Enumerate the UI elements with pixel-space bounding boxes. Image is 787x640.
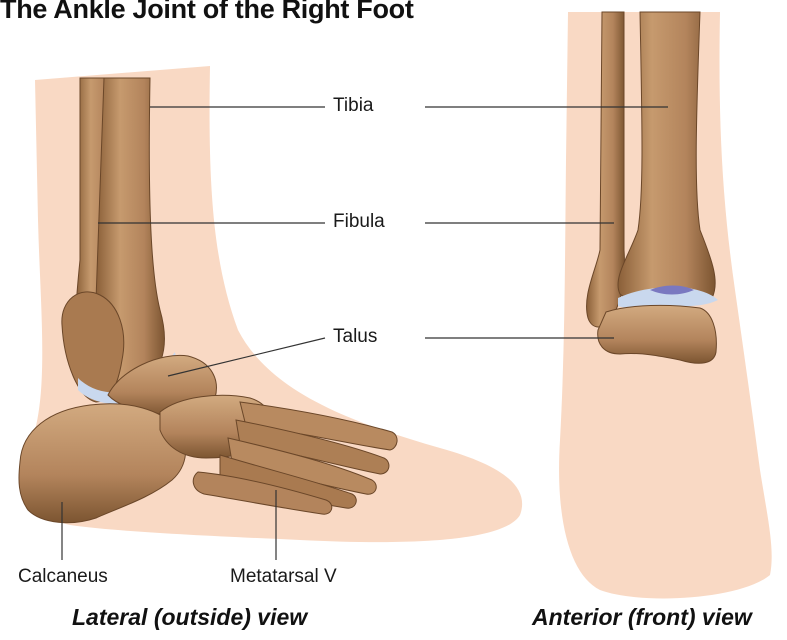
caption-lateral-view: Lateral (outside) view xyxy=(72,604,307,631)
diagram-title: The Ankle Joint of the Right Foot xyxy=(0,0,414,25)
anterior-view xyxy=(559,12,772,598)
label-tibia: Tibia xyxy=(333,95,373,117)
label-metatarsal-v: Metatarsal V xyxy=(230,566,337,588)
label-fibula: Fibula xyxy=(333,211,385,233)
label-calcaneus: Calcaneus xyxy=(18,566,108,588)
caption-anterior-view: Anterior (front) view xyxy=(532,604,752,631)
lateral-view xyxy=(19,66,522,542)
label-talus: Talus xyxy=(333,326,377,348)
